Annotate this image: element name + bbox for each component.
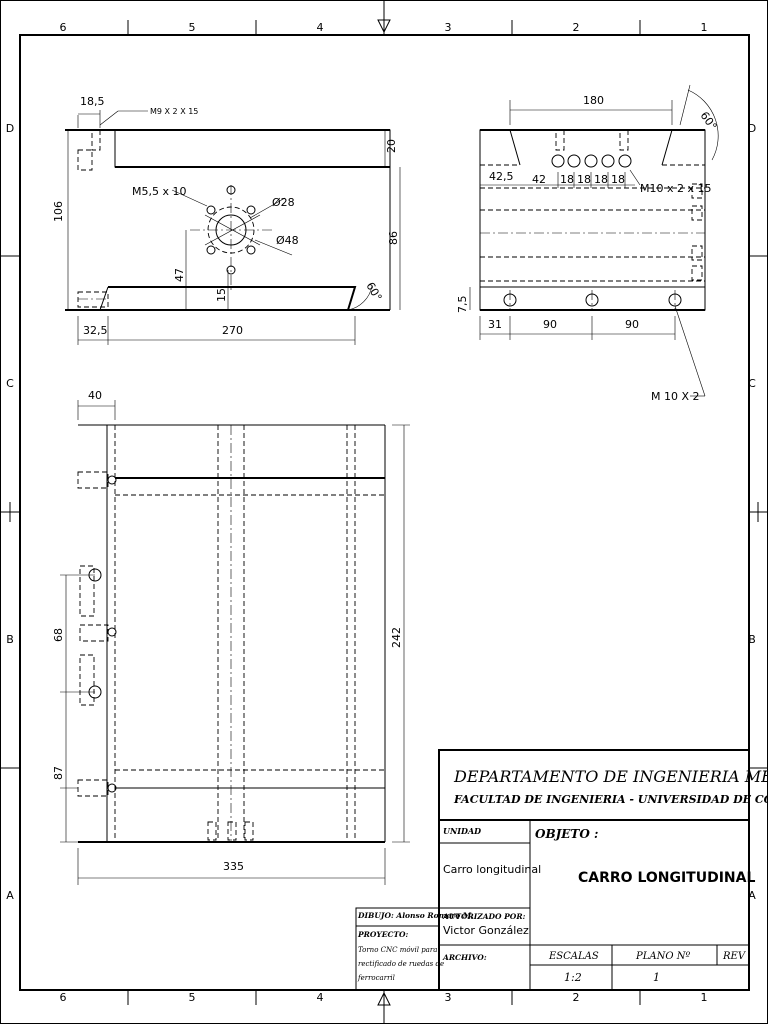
dim-18-b: 18 — [577, 173, 591, 186]
zone-col-6-bottom: 6 — [60, 991, 67, 1004]
proyecto-line-1: Torno CNC móvil para — [358, 946, 437, 954]
dim-thread-m9: M9 X 2 X 15 — [150, 107, 198, 116]
zone-row-d-left: D — [6, 122, 14, 135]
objeto-value: CARRO LONGITUDINAL — [578, 870, 755, 886]
dim-180: 180 — [583, 94, 604, 107]
dim-diameter-28: Ø28 — [272, 196, 295, 209]
title-block — [355, 749, 750, 991]
department-title: DEPARTAMENTO DE INGENIERIA MECANICA — [453, 767, 768, 786]
dim-diameter-48: Ø48 — [276, 234, 299, 247]
zone-col-6-top: 6 — [60, 21, 67, 34]
plano-label: PLANO Nº — [635, 951, 690, 962]
zone-row-a-right: A — [748, 889, 756, 902]
zone-col-2-bottom: 2 — [573, 991, 580, 1004]
zone-col-1-bottom: 1 — [701, 991, 708, 1004]
dim-thread-m10-bottom: M 10 X 2 — [651, 390, 700, 403]
zone-col-5-top: 5 — [189, 21, 196, 34]
zone-col-2-top: 2 — [573, 21, 580, 34]
dim-106: 106 — [52, 201, 65, 222]
dim-18-c: 18 — [594, 173, 608, 186]
dim-335: 335 — [223, 860, 244, 873]
unidad-label: UNIDAD — [443, 826, 481, 836]
archivo-label: ARCHIVO: — [442, 953, 487, 962]
plano-value: 1 — [653, 971, 660, 984]
escalas-value: 1:2 — [564, 971, 582, 984]
dim-thread-m10-side: M10 x 2 x 15 — [640, 182, 712, 195]
dim-68: 68 — [52, 628, 65, 642]
dim-40: 40 — [88, 389, 102, 402]
autorizado-value: Victor González — [443, 924, 529, 937]
dim-18-a: 18 — [560, 173, 574, 186]
zone-row-d-right: D — [748, 122, 756, 135]
proyecto-label: PROYECTO: — [357, 930, 409, 939]
dim-90-a: 90 — [543, 318, 557, 331]
dim-18-5: 18,5 — [80, 95, 105, 108]
proyecto-line-2: rectificado de ruedas de — [358, 960, 444, 968]
zone-row-c-left: C — [6, 377, 14, 390]
dim-42: 42 — [532, 173, 546, 186]
dim-20: 20 — [385, 139, 398, 153]
zone-ticks — [0, 20, 768, 1005]
dim-42-5: 42,5 — [489, 170, 514, 183]
dim-15: 15 — [215, 288, 228, 302]
unidad-value: Carro longitudinal — [443, 863, 541, 876]
dim-270: 270 — [222, 324, 243, 337]
escalas-label: ESCALAS — [548, 951, 599, 962]
zone-col-4-bottom: 4 — [317, 991, 324, 1004]
top-view — [60, 400, 410, 885]
objeto-label: OBJETO : — [535, 827, 598, 841]
dim-18-d: 18 — [611, 173, 625, 186]
front-view — [65, 110, 401, 345]
zone-col-5-bottom: 5 — [189, 991, 196, 1004]
dim-angle-60-front: 60° — [363, 280, 384, 303]
dim-87: 87 — [52, 766, 65, 780]
faculty-title: FACULTAD DE INGENIERIA - UNIVERSIDAD DE … — [453, 792, 768, 806]
side-view — [469, 84, 719, 397]
zone-row-b-right: B — [748, 633, 756, 646]
zone-row-c-right: C — [748, 377, 756, 390]
dim-7-5: 7,5 — [456, 296, 469, 314]
dim-90-b: 90 — [625, 318, 639, 331]
dim-m5-5: M5,5 x 10 — [132, 185, 186, 198]
dibujo-label: DIBUJO: Alonso Romero M. — [357, 911, 474, 920]
zone-row-a-left: A — [6, 889, 14, 902]
dim-47: 47 — [173, 268, 186, 282]
proyecto-line-3: ferrocarril — [357, 974, 395, 982]
dim-32-5: 32,5 — [83, 324, 108, 337]
rev-label: REV — [722, 951, 747, 962]
dim-31: 31 — [488, 318, 502, 331]
zone-col-3-bottom: 3 — [445, 991, 452, 1004]
zone-row-b-left: B — [6, 633, 14, 646]
zone-col-3-top: 3 — [445, 21, 452, 34]
zone-col-1-top: 1 — [701, 21, 708, 34]
zone-col-4-top: 4 — [317, 21, 324, 34]
dim-86: 86 — [387, 231, 400, 245]
autorizado-label: AUTORIZADO POR: — [442, 912, 526, 921]
dim-242: 242 — [390, 627, 403, 648]
